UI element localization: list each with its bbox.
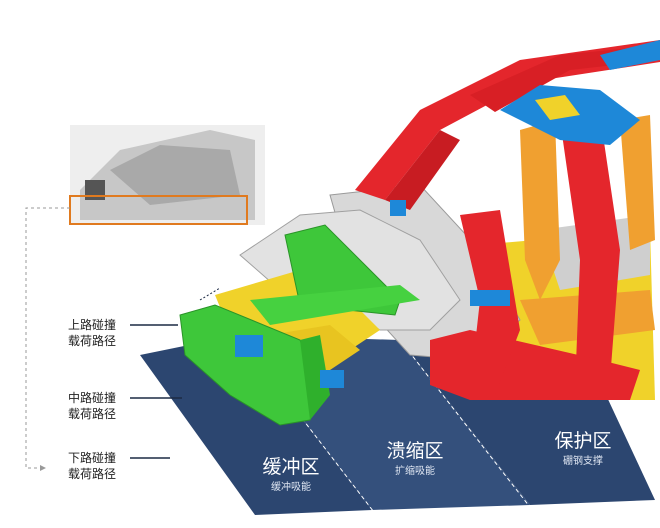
label-middle-load-path: 中路碰撞 载荷路径 (68, 390, 116, 422)
inset-highlight-frame (69, 195, 248, 225)
bumper-end-green (300, 335, 330, 420)
roof-patch-yellow (535, 95, 580, 120)
zone-subtitle-buffer: 缓冲吸能 (271, 482, 311, 493)
zone-title-crumple: 溃缩区 (386, 440, 444, 462)
rear-pillar-orange (620, 115, 655, 250)
zone-subtitle-crumple: 扩缩吸能 (395, 466, 435, 477)
b-pillar-red (560, 115, 620, 390)
bracket-blue-2 (320, 370, 344, 388)
label-upper-line2: 载荷路径 (68, 334, 117, 348)
connector-arrowhead (40, 465, 46, 471)
label-upper-line1: 上路碰撞 (68, 318, 117, 332)
zone-subtitle-protect: 硼钢支撑 (563, 456, 603, 467)
roof-bow-blue (600, 40, 660, 70)
zone-title-buffer: 缓冲区 (262, 456, 320, 478)
zone-panel-buffer (140, 335, 372, 515)
label-middle-line1: 中路碰撞 (68, 391, 117, 405)
bracket-blue-1 (235, 335, 263, 357)
inset-connector-dashed (25, 207, 70, 469)
label-lower-line2: 载荷路径 (68, 467, 117, 481)
upper-crossmember-green (250, 285, 420, 325)
label-middle-line2: 载荷路径 (68, 407, 117, 421)
bracket-blue-4 (390, 200, 406, 216)
bracket-blue-3 (470, 290, 510, 306)
label-lower-load-path: 下路碰撞 载荷路径 (68, 450, 116, 482)
zone-title-protect: 保护区 (554, 430, 612, 452)
inset-structure-dark (110, 145, 240, 205)
label-upper-load-path: 上路碰撞 载荷路径 (68, 317, 116, 349)
front-door-ring-red (385, 130, 460, 210)
zone-divider-2 (399, 339, 541, 521)
a-pillar-inner-orange (520, 120, 560, 300)
label-lower-line1: 下路碰撞 (68, 451, 117, 465)
